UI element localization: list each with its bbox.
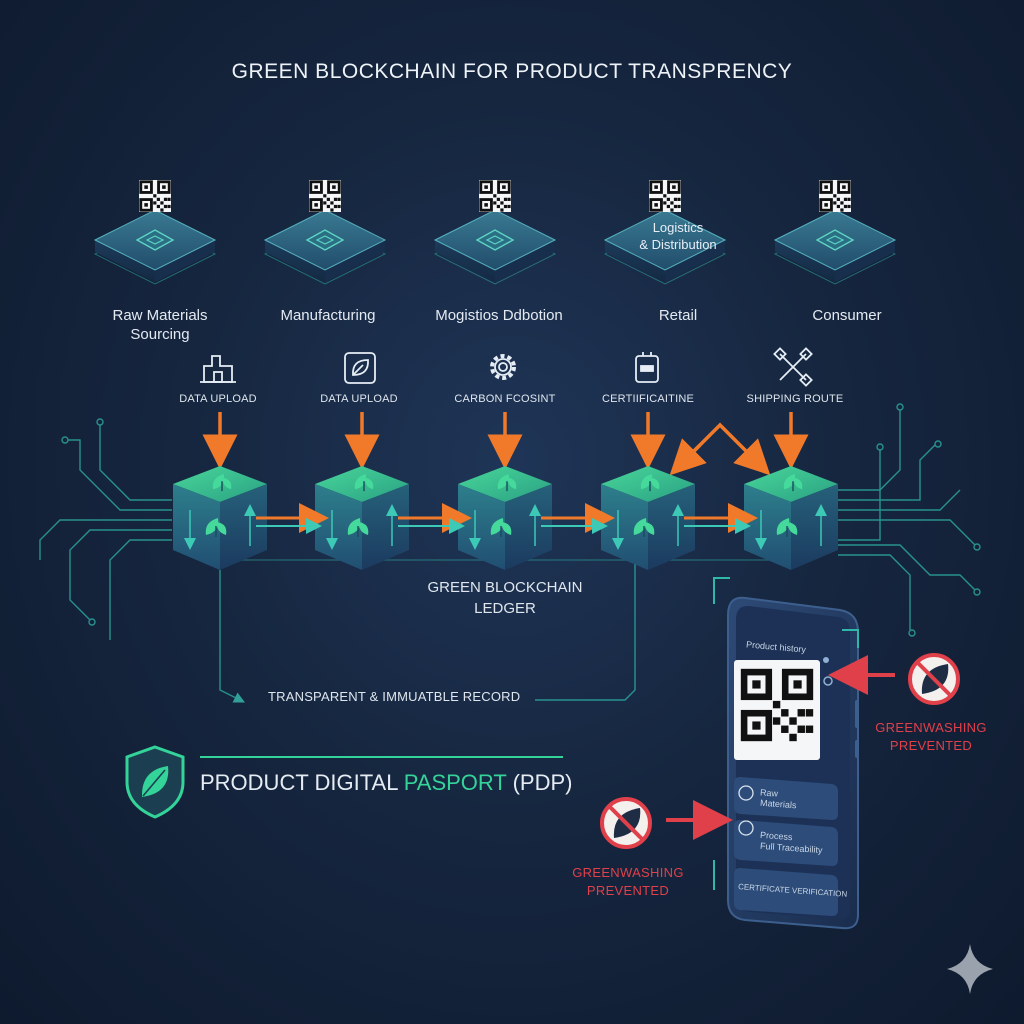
qr-code-icon-3 <box>479 180 511 212</box>
stage-label-raw-materials: Raw Materials Sourcing <box>112 307 208 343</box>
gear-icon <box>490 354 516 380</box>
qr-code-icon-4 <box>649 180 681 212</box>
page-title: GREEN BLOCKCHAIN FOR PRODUCT TRANSPRENCY <box>231 60 793 83</box>
chip-icon <box>135 229 175 251</box>
phone-qr-code <box>740 668 814 742</box>
stage-platform-1 <box>93 209 217 285</box>
action-label-3: CARBON FCOSINT <box>454 393 556 405</box>
sparkle-icon <box>947 944 993 994</box>
factory-icon <box>200 355 236 383</box>
ledger-block-3 <box>458 466 552 570</box>
ledger-label-line1: GREEN BLOCKCHAIN <box>427 579 583 596</box>
stage-label-manufacturing: Manufacturing <box>280 307 376 324</box>
qr-code-icon-2 <box>309 180 341 212</box>
pdp-label-main: PRODUCT DIGITAL <box>200 770 404 795</box>
ledger-block-1 <box>173 466 267 570</box>
greenwashing-label-left: GREENWASHING PREVENTED <box>572 865 684 898</box>
leaf-icon <box>490 518 512 537</box>
ledger-block-2 <box>315 466 409 570</box>
loop-arrow-start <box>669 438 707 476</box>
tools-icon <box>773 347 813 387</box>
stage-label-retail: Retail <box>658 307 698 324</box>
qr-code-icon-1 <box>139 180 171 212</box>
ledger-block-4 <box>601 466 695 570</box>
action-label-2: DATA UPLOAD <box>320 393 398 405</box>
stage-platform-5 <box>773 209 897 285</box>
leaf-icon <box>212 474 232 492</box>
pdp-label-accent: PASPORT <box>403 770 507 795</box>
smartphone <box>713 577 859 930</box>
stage-platform-3 <box>433 209 557 285</box>
leaf-icon <box>640 474 660 492</box>
leaf-icon <box>205 518 227 537</box>
ledger-block-5 <box>744 466 838 570</box>
ledger-label-line2: LEDGER <box>474 600 536 617</box>
chip-icon <box>305 229 345 251</box>
robot-icon <box>635 352 659 383</box>
leaf-icon <box>776 518 798 537</box>
greenwashing-label-right: GREENWASHING PREVENTED <box>875 720 987 753</box>
ledger-label: GREEN BLOCKCHAIN LEDGER <box>380 577 630 619</box>
qr-code-icon-5 <box>819 180 851 212</box>
stage-platform-4 <box>603 209 727 285</box>
action-label-5: SHIPPING ROUTE <box>746 393 844 405</box>
no-greenwashing-icon-left <box>600 797 652 849</box>
leaf-icon <box>783 474 803 492</box>
stage-label-consumer: Consumer <box>812 307 882 324</box>
no-greenwashing-icon-right <box>908 653 960 705</box>
loop-arrow <box>680 422 771 476</box>
leaf-icon <box>633 518 655 537</box>
pdp-label-tail: (PDP) <box>506 770 573 795</box>
leaf-icon <box>354 474 374 492</box>
action-label-4: CERTIIFICAITINE <box>601 393 695 405</box>
stage-label-distribution: Mogistios Ddbotion <box>435 307 563 324</box>
action-label-1: DATA UPLOAD <box>179 393 257 405</box>
platform-text-logistics: Logistics & Distribution <box>639 220 717 252</box>
stage-platform-2 <box>263 209 387 285</box>
pdp-label: PRODUCT DIGITAL PASPORT (PDP) <box>200 770 572 796</box>
record-label: TRANSPARENT & IMMUATBLE RECORD <box>268 689 521 704</box>
leaf-icon <box>497 474 517 492</box>
leaf-badge-icon <box>344 352 376 384</box>
chip-icon <box>475 229 515 251</box>
chip-icon <box>815 229 855 251</box>
shield-leaf-icon <box>125 745 185 819</box>
leaf-icon <box>347 518 369 537</box>
